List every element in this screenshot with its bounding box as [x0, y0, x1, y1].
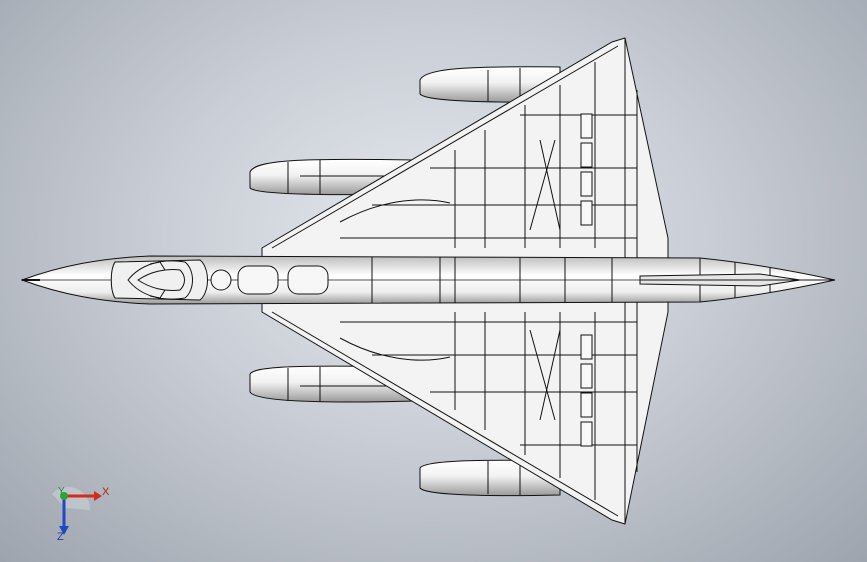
cockpit-canopy [110, 259, 329, 301]
y-axis-dot [60, 492, 68, 500]
fuselage [20, 255, 836, 305]
y-axis-label: Y [58, 486, 65, 497]
elevon-panels-lower [580, 334, 593, 447]
elevon-panels-upper [580, 113, 593, 226]
triad-shadow [52, 487, 91, 510]
z-axis-label: Z [57, 531, 64, 543]
axis-triad [52, 487, 102, 535]
x-axis-label: X [102, 486, 110, 498]
engine-pod-bottom-outer [419, 459, 561, 497]
